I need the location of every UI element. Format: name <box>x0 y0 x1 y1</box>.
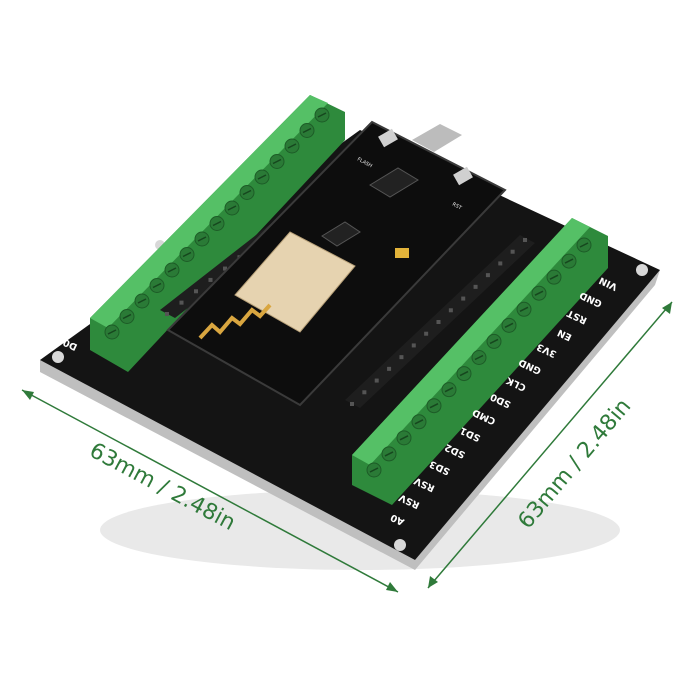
header-pin <box>350 402 354 406</box>
screw-slot <box>167 267 177 273</box>
screw-slot <box>272 158 282 165</box>
header-pin <box>523 238 527 242</box>
screw-slot <box>564 258 574 264</box>
screw-slot <box>579 242 589 248</box>
header-pin <box>510 249 515 254</box>
screw-slot <box>444 386 454 393</box>
pin-label: A0 <box>389 511 407 527</box>
screw-slot <box>182 251 192 258</box>
header-pin <box>387 366 392 371</box>
board-edge <box>40 270 660 570</box>
screw-slot <box>549 274 559 280</box>
screw-slot <box>504 322 514 329</box>
usb-uart-chip <box>369 167 419 198</box>
esp8266-module: FLASH RST <box>166 120 507 407</box>
header-pin <box>498 261 503 266</box>
header-pin <box>194 289 198 294</box>
header-pin <box>399 355 404 360</box>
mounting-hole <box>394 539 406 551</box>
screw-slot <box>534 290 544 296</box>
flash-button <box>378 128 398 148</box>
screw-slot <box>107 329 117 335</box>
regulator-chip <box>321 221 361 247</box>
header-pin <box>223 266 227 271</box>
dimension-side <box>427 301 673 589</box>
header-pin <box>411 343 416 348</box>
header-pin <box>179 300 184 305</box>
left-terminal-block <box>90 95 345 372</box>
screw-slot <box>212 220 222 227</box>
right-terminal-block <box>352 218 608 505</box>
screw-slot <box>152 282 162 289</box>
screw-slot <box>474 354 484 361</box>
screw-slot <box>122 313 132 320</box>
screw-slot <box>489 338 499 345</box>
capacitor <box>395 248 409 258</box>
screw-slot <box>369 467 379 473</box>
screw-slot <box>242 189 252 196</box>
header-pin <box>448 308 453 313</box>
screw-slot <box>227 205 237 211</box>
screw-slot <box>384 451 394 457</box>
screw-slot <box>287 143 297 149</box>
dimension-front <box>21 389 399 593</box>
screw-slot <box>519 306 529 312</box>
screw-slot <box>399 435 409 441</box>
screw-slot <box>459 370 469 377</box>
screw-slot <box>137 298 147 304</box>
header-pin <box>374 378 379 383</box>
header-pin <box>485 273 490 278</box>
header-pin <box>424 331 429 336</box>
mounting-hole <box>636 264 648 276</box>
header-pin <box>165 312 169 316</box>
header-pin <box>473 284 478 289</box>
screw-slot <box>414 419 424 425</box>
header-pin <box>208 277 213 282</box>
reset-button <box>453 166 473 186</box>
header-pin <box>461 296 466 301</box>
rst-label: RST <box>451 201 463 211</box>
usb-port <box>412 124 462 152</box>
screw-slot <box>429 403 439 409</box>
screw-slot <box>317 112 327 118</box>
header-pin <box>436 320 441 324</box>
mounting-hole <box>52 351 64 363</box>
screw-slot <box>302 127 312 134</box>
screw-slot <box>197 236 207 242</box>
pcb-antenna <box>198 303 272 340</box>
module-shield <box>234 231 356 333</box>
screw-slot <box>257 174 267 180</box>
header-pin <box>362 390 367 395</box>
